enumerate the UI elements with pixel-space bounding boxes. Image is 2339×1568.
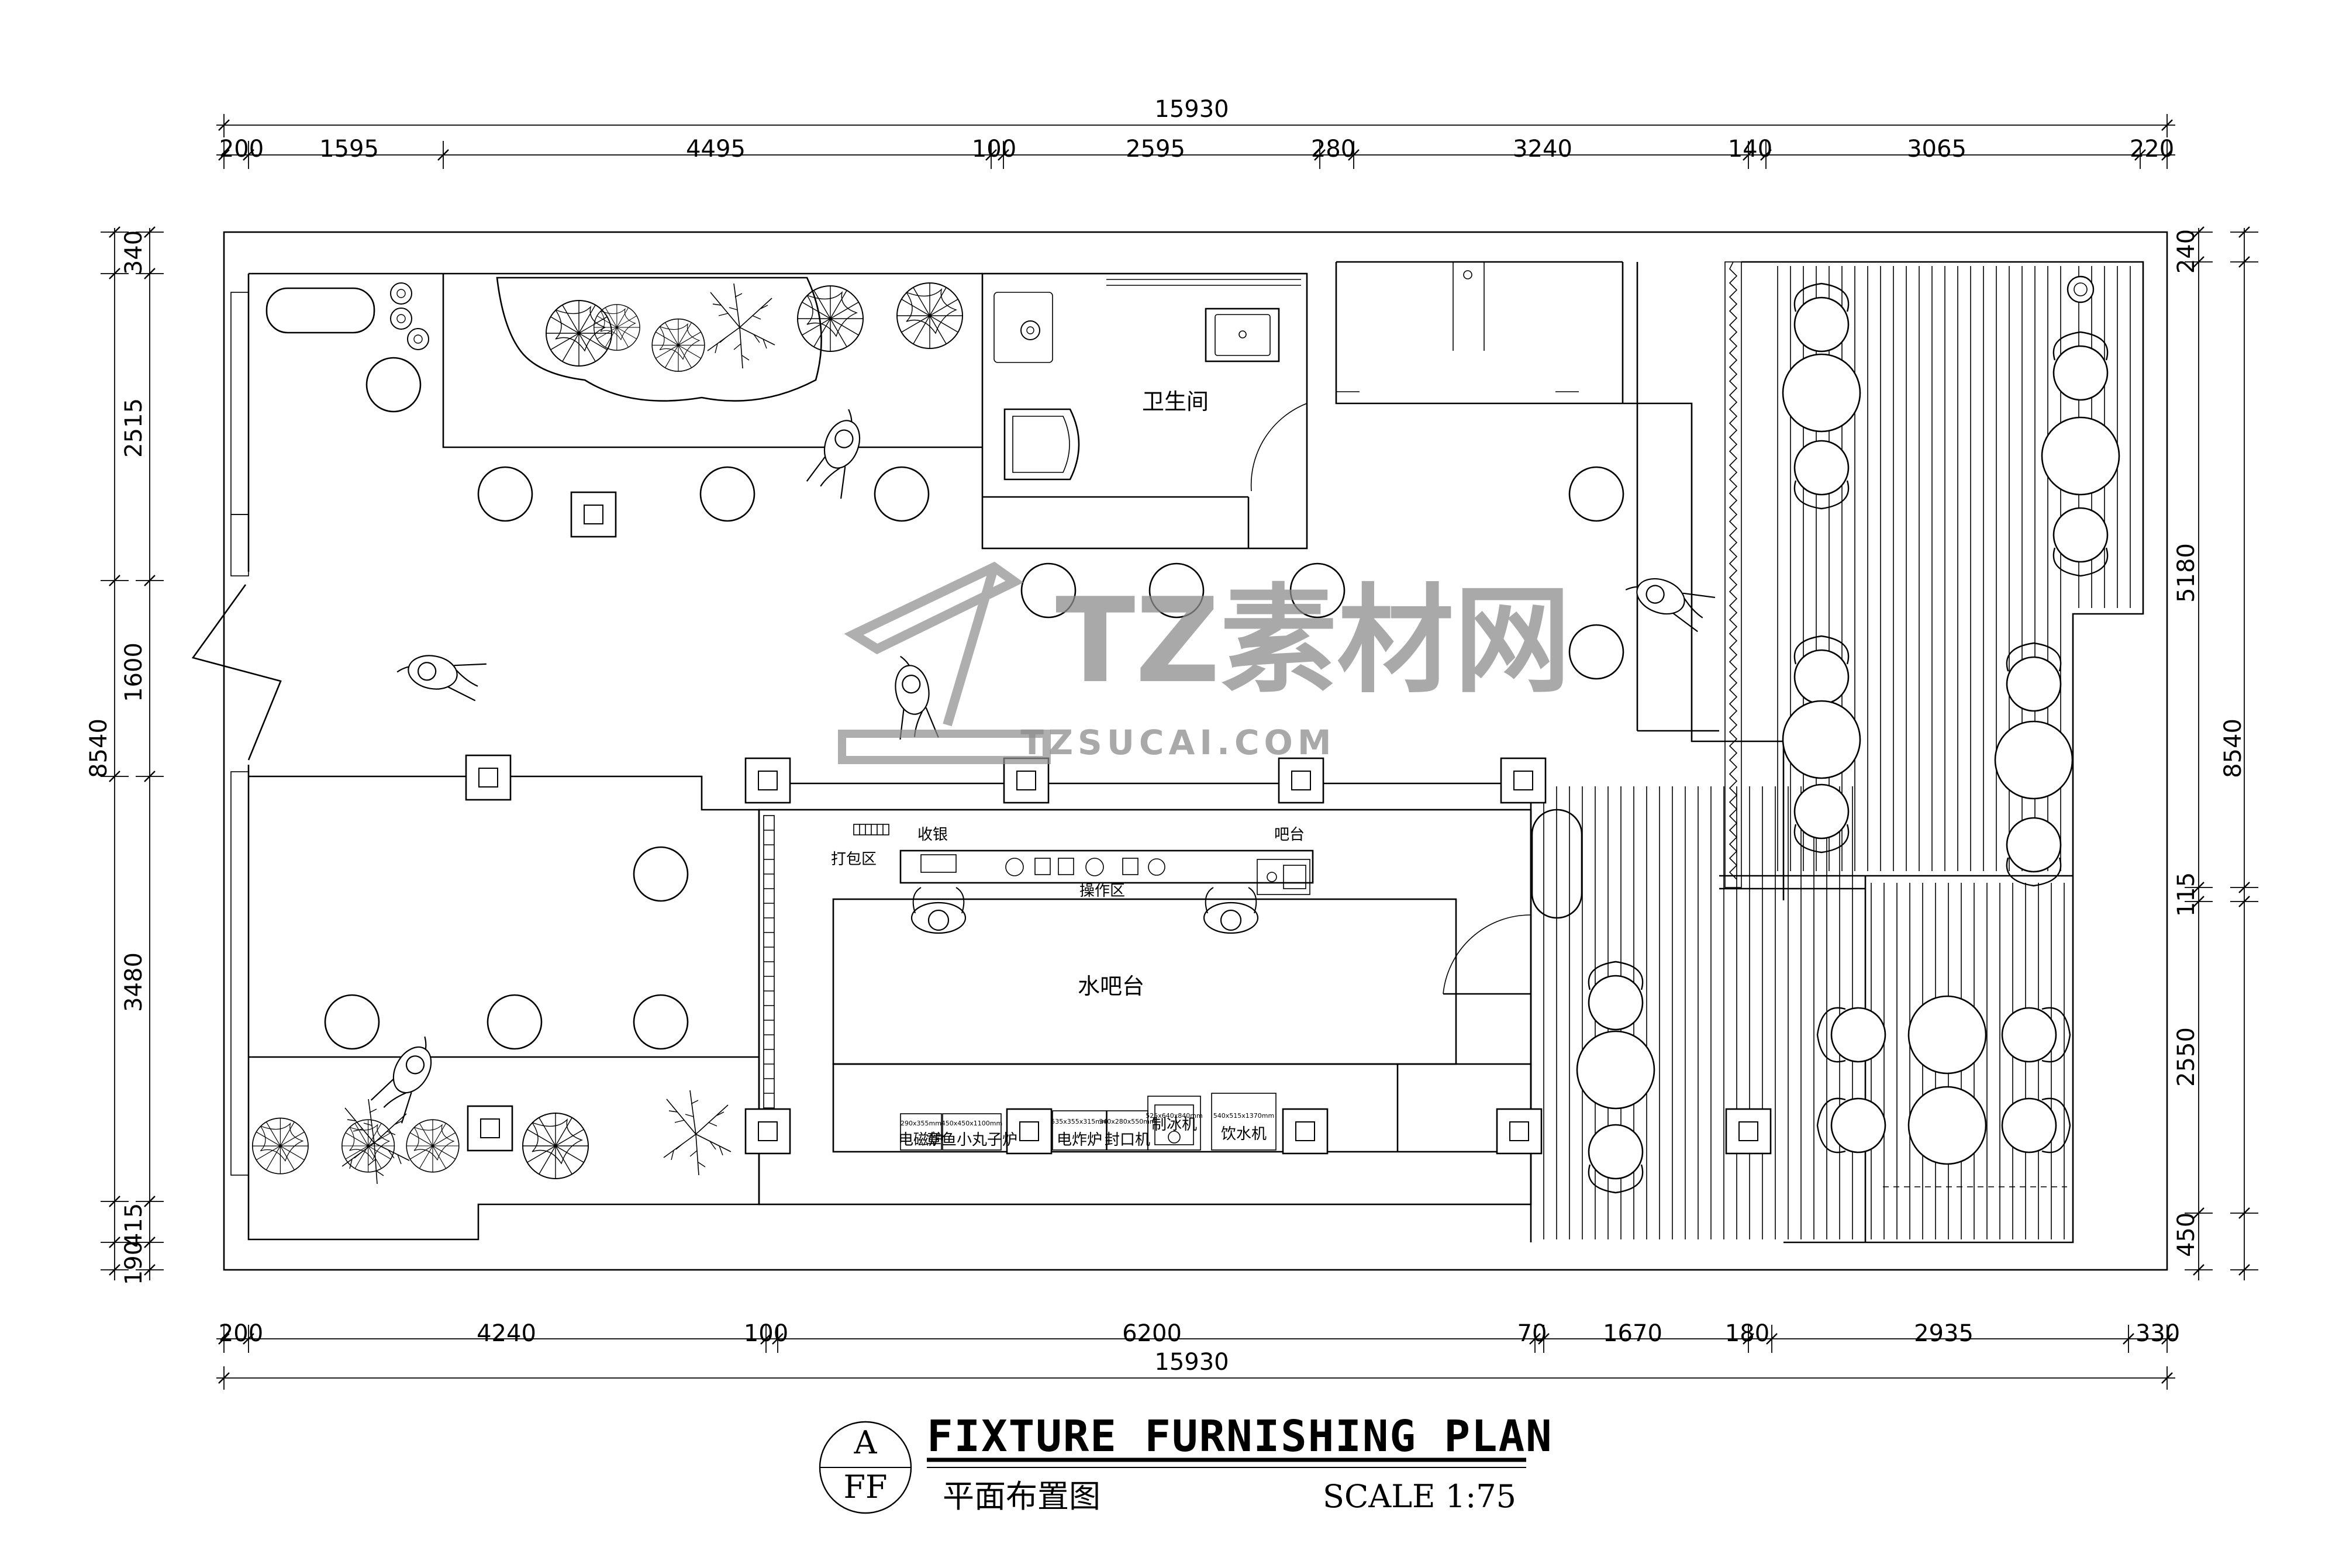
dim-right: 450 [2173, 1213, 2200, 1257]
dim-left: 190 [120, 1241, 147, 1285]
dim-top-total: 15930 [1154, 96, 1229, 123]
dim-top: 140 [1728, 136, 1772, 163]
dim-bottom: 6200 [1122, 1320, 1182, 1347]
room-label-water-bar: 水吧台 [1078, 973, 1144, 999]
title-block: A FF FIXTURE FURNISHING PLAN 平面布置图 SCALE… [819, 1411, 1553, 1515]
room-label-bar: 吧台 [1274, 826, 1305, 844]
equipment-name: 饮水机 [1221, 1125, 1267, 1143]
equipment-size: 535x355x315mm [1051, 1118, 1108, 1125]
dim-bottom: 1670 [1603, 1320, 1662, 1347]
title-circle-top: A [854, 1424, 878, 1461]
equipment-name: 电磁炉 [898, 1131, 944, 1149]
dim-left: 1600 [120, 643, 147, 702]
equipment-deep-fryer: 535x355x315mm 电炸炉 [1051, 1110, 1108, 1151]
equipment-size: 290x355mm [901, 1120, 941, 1127]
equipment-name: 制冰机 [1151, 1116, 1197, 1134]
dim-bottom: 180 [1725, 1320, 1769, 1347]
room-label-restroom: 卫生间 [1142, 389, 1209, 415]
planters [251, 277, 1040, 1184]
dim-right: 240 [2173, 229, 2200, 274]
dim-top: 3240 [1513, 136, 1572, 163]
equipment-induction-cooker: 290x355mm 电磁炉 [898, 1113, 944, 1151]
dim-right-total: 8540 [2220, 719, 2247, 778]
dim-left: 3480 [120, 952, 147, 1012]
dim-bottom: 330 [2136, 1320, 2180, 1347]
equipment-size: 525x640x840mm [1146, 1112, 1202, 1120]
dim-left: 415 [120, 1203, 147, 1248]
room-label-operation: 操作区 [1079, 882, 1125, 900]
equipment-size: 540x515x1370mm [1213, 1112, 1274, 1120]
dim-top: 280 [1311, 136, 1355, 163]
watermark-url: TZSUCAI.COM [1020, 723, 1336, 762]
dim-left: 340 [120, 230, 147, 275]
dim-bottom: 200 [219, 1320, 263, 1347]
equipment-size: 450x450x1100mm [941, 1120, 1002, 1127]
equipment-name: 电炸炉 [1057, 1131, 1102, 1149]
drawing-scale: SCALE 1:75 [1323, 1478, 1516, 1515]
equipment-water-dispenser: 540x515x1370mm 饮水机 [1211, 1093, 1277, 1151]
watermark-logo [838, 561, 1051, 764]
dim-left-total: 8540 [85, 719, 112, 778]
watermark-text: TZ素材网 [1055, 573, 1571, 709]
dim-bottom-total: 15930 [1154, 1349, 1229, 1376]
building-walls [191, 231, 2168, 1271]
drawing-subtitle: 平面布置图 [943, 1478, 1100, 1515]
people-figures [368, 403, 1716, 1124]
equipment-takoyaki-grill: 450x450x1100mm 章鱼小丸子炉 [926, 1113, 1017, 1151]
dim-bottom: 4240 [477, 1320, 536, 1347]
dimension-texts: 15930 200 1595 4495 100 2595 280 3240 14… [85, 96, 2247, 1376]
dim-top: 1595 [319, 136, 379, 163]
equipment-row: 290x355mm 电磁炉 450x450x1100mm 章鱼小丸子炉 535x… [898, 1093, 1277, 1151]
dim-left: 2515 [120, 398, 147, 458]
drawing-title: FIXTURE FURNISHING PLAN [927, 1411, 1553, 1462]
equipment-name: 章鱼小丸子炉 [926, 1131, 1017, 1149]
dim-top: 220 [2130, 136, 2174, 163]
seating [324, 275, 2120, 1194]
dim-bottom: 70 [1517, 1320, 1547, 1347]
dim-top: 2595 [1126, 136, 1185, 163]
equipment-size: 340x280x550mm [1099, 1118, 1155, 1125]
dim-top: 4495 [686, 136, 746, 163]
dim-right: 2550 [2173, 1027, 2200, 1087]
dim-top: 200 [219, 136, 264, 163]
dim-right: 5180 [2173, 543, 2200, 603]
dim-bottom: 2935 [1914, 1320, 1974, 1347]
room-label-packing: 打包区 [831, 851, 877, 868]
dim-bottom: 100 [744, 1320, 788, 1347]
dim-top: 100 [972, 136, 1016, 163]
equipment-name: 封口机 [1105, 1131, 1150, 1149]
dim-right: 115 [2173, 872, 2200, 917]
dimension-lines [101, 114, 2258, 1390]
title-circle-bottom: FF [844, 1469, 888, 1505]
room-label-cashier: 收银 [917, 826, 948, 844]
equipment-ice-maker: 525x640x840mm 制冰机 [1146, 1096, 1203, 1151]
dim-top: 3065 [1907, 136, 1967, 163]
